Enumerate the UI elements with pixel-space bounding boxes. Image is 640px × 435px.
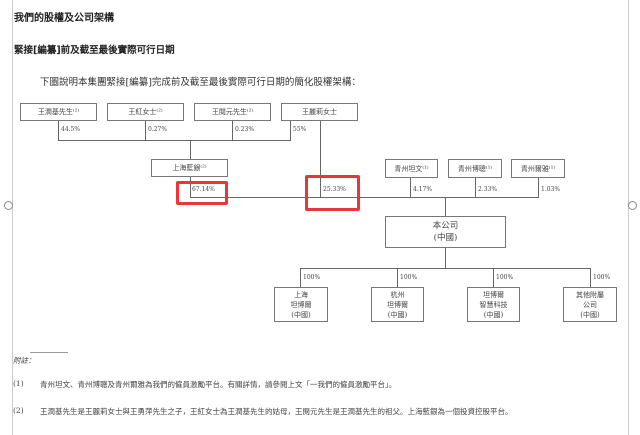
connector-line [58, 140, 291, 141]
section-title: 我們的股權及公司架構 [14, 13, 114, 24]
shareholder-box: 王紅女士⁽²⁾ [107, 103, 184, 121]
subsidiary-line: (中國) [580, 310, 600, 319]
resize-handle-right[interactable] [628, 201, 637, 210]
highlight-box [305, 175, 360, 211]
connector-line [410, 178, 411, 197]
notes-divider [30, 352, 68, 353]
connector-line [320, 121, 321, 197]
ownership-pct: 100% [303, 274, 321, 281]
ownership-pct: 0.27% [148, 126, 168, 133]
connector-line [300, 268, 591, 269]
subsidiary-line: 坦博爾 [387, 300, 408, 309]
ownership-pct: 44.5% [61, 126, 81, 133]
connector-line [290, 121, 291, 140]
company-box: 本公司 (中國) [385, 216, 506, 248]
subsidiary-line: 其他附屬 [576, 290, 604, 299]
subsidiary-line: 坦博爾 [483, 290, 504, 299]
holding-company-box: 上海藍銀⁽²⁾ [151, 159, 228, 177]
ownership-pct: 100% [496, 274, 514, 281]
connector-line [190, 140, 191, 159]
platform-box: 青州博聰⁽¹⁾ [448, 159, 502, 178]
subsidiary-box: 坦博爾智慧科技(中國) [467, 287, 520, 322]
platform-box: 青州坦文⁽¹⁾ [385, 159, 438, 178]
connector-line [590, 268, 591, 287]
resize-handle-left[interactable] [4, 201, 13, 210]
page-border-left [12, 0, 13, 435]
company-country: (中國) [433, 233, 458, 243]
subsidiary-line: 公司 [583, 300, 597, 309]
ownership-pct: 100% [400, 274, 418, 281]
connector-line [190, 197, 539, 198]
subsidiary-box: 上海坦博爾(中國) [274, 287, 328, 322]
connector-line [300, 268, 301, 287]
company-name: 本公司 [432, 221, 459, 231]
connector-line [538, 178, 539, 197]
subtitle: 緊接[編纂]前及截至最後實際可行日期 [14, 45, 175, 56]
connector-line [475, 178, 476, 197]
highlight-box [176, 181, 228, 205]
subsidiary-line: 坦博爾 [290, 300, 312, 309]
connector-line [190, 177, 191, 197]
connector-line [445, 197, 446, 216]
subsidiary-line: (中國) [483, 310, 504, 319]
ownership-pct: 2.33% [478, 186, 498, 193]
ownership-pct: 0.23% [235, 126, 255, 133]
shareholder-box: 王潤基先生⁽²⁾ [20, 103, 97, 121]
connector-line [397, 268, 398, 287]
connector-line [493, 268, 494, 287]
subsidiary-line: 杭州 [390, 290, 405, 299]
subsidiary-box: 杭州坦博爾(中國) [371, 287, 424, 322]
connector-line [145, 121, 146, 140]
ownership-pct: 67.14% [192, 186, 215, 193]
connector-line [445, 248, 446, 268]
page-border-right [628, 0, 629, 435]
ownership-pct: 25.33% [323, 186, 346, 193]
connector-line [232, 121, 233, 140]
subsidiary-line: 上海 [294, 290, 308, 299]
note-text: 青州坦文、青州博聰及青州爾雅為我們的僱員激勵平台。有關詳情，請參閱上文「一我們的… [40, 380, 397, 389]
note-number: (1) [13, 379, 24, 388]
subsidiary-box: 其他附屬公司(中國) [563, 287, 617, 322]
intro-text: 下圖說明本集團緊接[編纂]完成前及截至最後實際可行日期的簡化股權架構： [40, 77, 361, 88]
ownership-pct: 100% [593, 274, 611, 281]
subsidiary-line: (中國) [291, 310, 311, 319]
shareholder-box: 王麗莉女士 [281, 103, 358, 121]
note-text: 王潤基先生是王麗莉女士與王勇萍先生之子，王紅女士為王潤基先生的姑母，王閱元先生是… [40, 407, 513, 416]
ownership-pct: 55% [293, 126, 307, 133]
subsidiary-line: (中國) [387, 310, 408, 319]
shareholder-box: 王閱元先生⁽²⁾ [194, 103, 271, 121]
ownership-pct: 4.17% [413, 186, 433, 193]
subsidiary-line: 智慧科技 [479, 300, 508, 309]
note-number: (2) [13, 406, 24, 415]
platform-box: 青州爾雅⁽¹⁾ [511, 159, 565, 178]
notes-title: 附註： [13, 356, 36, 365]
connector-line [58, 121, 59, 140]
ownership-pct: 1.03% [541, 186, 561, 193]
